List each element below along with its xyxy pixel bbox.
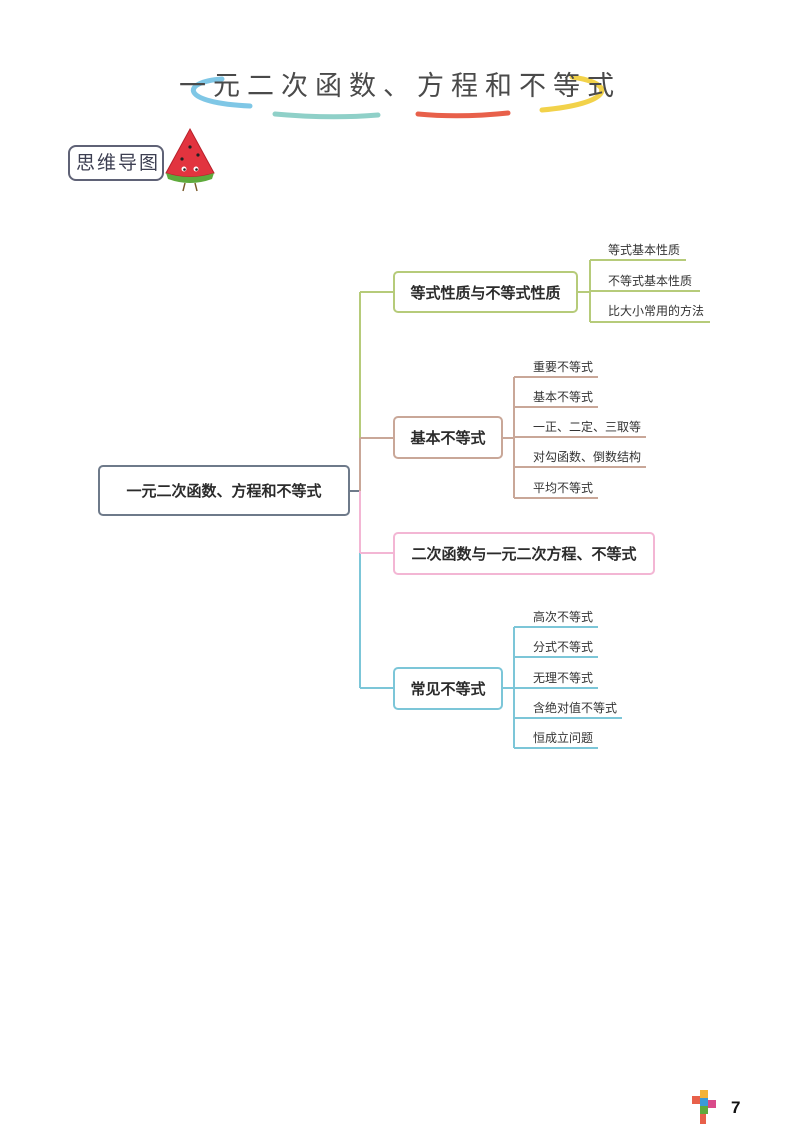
leaf-item: 平均不等式 — [533, 481, 594, 495]
leaf-item: 不等式基本性质 — [608, 274, 693, 288]
mindmap-root-node: 一元二次函数、方程和不等式 — [98, 465, 350, 516]
leaf-item: 比大小常用的方法 — [608, 304, 705, 318]
branch-basic-inequality: 基本不等式 — [393, 416, 503, 459]
leaf-item: 高次不等式 — [533, 610, 594, 624]
leaf-item: 对勾函数、倒数结构 — [533, 450, 642, 464]
leaf-item: 恒成立问题 — [533, 731, 594, 745]
leaf-item: 含绝对值不等式 — [533, 701, 618, 715]
leaf-item: 无理不等式 — [533, 671, 594, 685]
publisher-logo-icon — [692, 1090, 716, 1124]
leaf-item: 等式基本性质 — [608, 243, 681, 257]
title-arc-yellow — [539, 74, 605, 113]
branch-common-inequalities: 常见不等式 — [393, 667, 503, 710]
mindmap-connectors — [350, 259, 710, 749]
leaf-item: 重要不等式 — [533, 360, 594, 374]
page-number: 7 — [731, 1098, 741, 1117]
leaf-item: 基本不等式 — [533, 390, 594, 404]
branch-quadratic-function: 二次函数与一元二次方程、不等式 — [393, 532, 655, 575]
page-title: 一元二次函数、方程和不等式 — [179, 71, 621, 102]
title-arc-teal — [272, 111, 381, 120]
leaf-item: 分式不等式 — [533, 640, 594, 654]
title-decoration — [190, 74, 605, 120]
branch-equality-properties: 等式性质与不等式性质 — [393, 271, 578, 313]
mindmap-badge: 思维导图 — [68, 145, 164, 181]
leaf-item: 一正、二定、三取等 — [533, 420, 642, 434]
watermelon-icon — [165, 127, 215, 192]
title-arc-red — [415, 110, 511, 119]
title-arc-blue — [190, 76, 253, 109]
